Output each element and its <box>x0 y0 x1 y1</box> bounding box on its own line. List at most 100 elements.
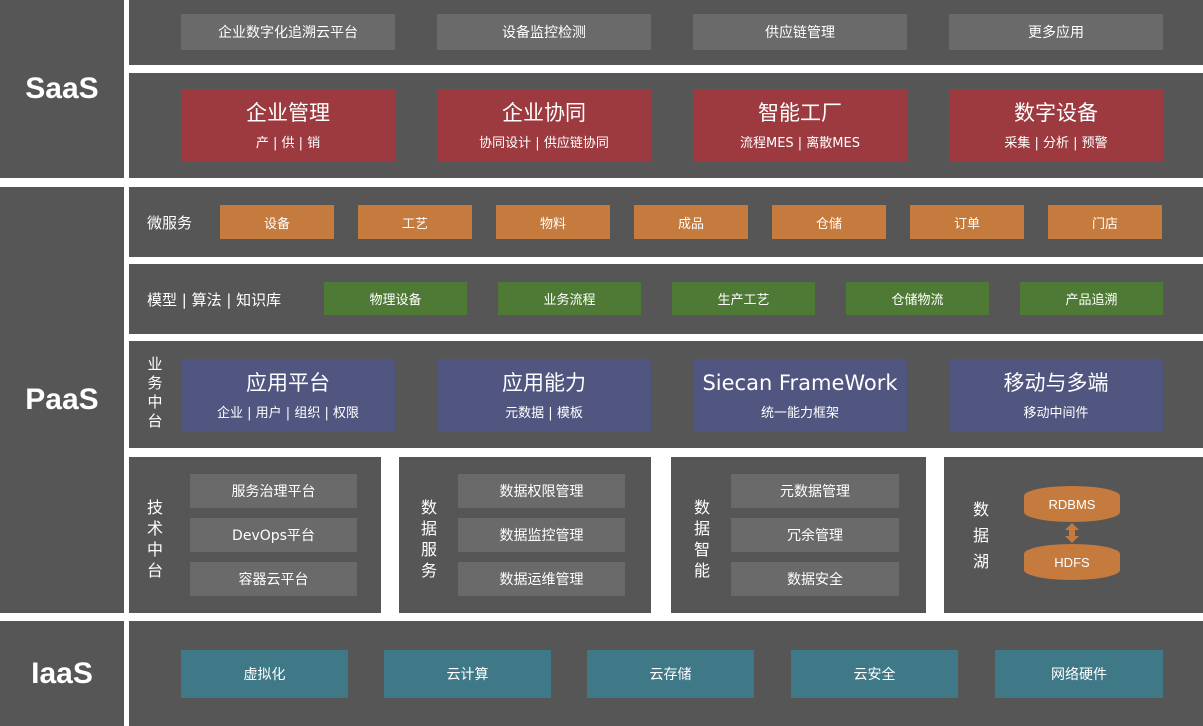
model-item-label: 产品追溯 <box>1065 293 1118 308</box>
module-enterprise-mgmt[interactable]: 企业管理 产 | 供 | 销 <box>181 89 395 162</box>
module-sub: 产 | 供 | 销 <box>255 136 321 151</box>
iaas-cloud-security[interactable]: 云安全 <box>791 650 958 698</box>
model-physical-device[interactable]: 物理设备 <box>324 282 467 315</box>
iaas-panel: 虚拟化 云计算 云存储 云安全 网络硬件 <box>129 621 1203 726</box>
model-logistics[interactable]: 仓储物流 <box>846 282 989 315</box>
biz-app-capability[interactable]: 应用能力 元数据 | 模板 <box>437 359 651 432</box>
ms-label: 设备 <box>263 216 290 232</box>
tech-service-governance[interactable]: 服务治理平台 <box>190 474 357 508</box>
ds-item-label: 数据权限管理 <box>499 484 584 500</box>
saas-text: SaaS <box>25 72 99 105</box>
app-box-monitoring[interactable]: 设备监控检测 <box>437 14 651 50</box>
tech-platform-panel: 技术中台 服务治理平台 DevOps平台 容器云平台 <box>129 457 381 613</box>
iaas-item-label: 网络硬件 <box>1051 667 1107 683</box>
data-intel-panel: 数据智能 元数据管理 冗余管理 数据安全 <box>671 457 926 613</box>
iaas-network-hardware[interactable]: 网络硬件 <box>995 650 1163 698</box>
business-row: 业务中台 应用平台 企业 | 用户 | 组织 | 权限 应用能力 元数据 | 模… <box>129 341 1203 448</box>
di-security[interactable]: 数据安全 <box>731 562 899 596</box>
ds-operations[interactable]: 数据运维管理 <box>458 562 625 596</box>
module-sub: 流程MES | 离散MES <box>739 136 860 151</box>
iaas-item-label: 云存储 <box>649 667 692 683</box>
biz-title: 应用平台 <box>246 371 330 395</box>
layer-label-iaas: IaaS <box>0 621 124 726</box>
model-traceability[interactable]: 产品追溯 <box>1020 282 1163 315</box>
double-arrow-icon <box>1065 523 1079 543</box>
tech-item-label: 服务治理平台 <box>231 484 316 500</box>
tech-container-cloud[interactable]: 容器云平台 <box>190 562 357 596</box>
ms-order[interactable]: 订单 <box>910 205 1024 239</box>
microservice-row: 微服务 设备 工艺 物料 成品 仓储 订单 门店 <box>129 187 1203 257</box>
biz-sub: 移动中间件 <box>1023 406 1089 421</box>
data-lake-label: 数据湖 <box>972 500 989 571</box>
biz-framework[interactable]: Siecan FrameWork 统一能力框架 <box>693 359 907 432</box>
iaas-item-label: 云安全 <box>853 667 896 683</box>
paas-text: PaaS <box>25 383 99 416</box>
iaas-virtualization[interactable]: 虚拟化 <box>181 650 348 698</box>
tech-devops[interactable]: DevOps平台 <box>190 518 357 552</box>
app-box-supply-chain[interactable]: 供应链管理 <box>693 14 907 50</box>
rdbms-label: RDBMS <box>1048 496 1096 512</box>
data-intel-label: 数据智能 <box>693 498 710 580</box>
ms-device[interactable]: 设备 <box>220 205 334 239</box>
module-title: 企业管理 <box>246 101 330 125</box>
app-label: 更多应用 <box>1028 25 1084 41</box>
biz-sub: 元数据 | 模板 <box>505 406 583 421</box>
data-service-label: 数据服务 <box>420 498 437 580</box>
biz-title: 应用能力 <box>502 371 586 395</box>
module-smart-factory[interactable]: 智能工厂 流程MES | 离散MES <box>693 89 907 162</box>
microservice-label: 微服务 <box>147 213 193 232</box>
biz-title: 移动与多端 <box>1003 371 1109 395</box>
app-box-more[interactable]: 更多应用 <box>949 14 1163 50</box>
ds-item-label: 数据监控管理 <box>499 528 584 544</box>
di-metadata[interactable]: 元数据管理 <box>731 474 899 508</box>
iaas-text: IaaS <box>31 656 93 690</box>
ms-product[interactable]: 成品 <box>634 205 748 239</box>
ms-material[interactable]: 物料 <box>496 205 610 239</box>
ms-label: 工艺 <box>401 216 428 232</box>
ms-label: 仓储 <box>815 216 842 232</box>
tech-item-label: DevOps平台 <box>232 528 315 544</box>
module-title: 智能工厂 <box>758 101 842 125</box>
model-item-label: 物理设备 <box>369 293 422 308</box>
module-title: 企业协同 <box>502 101 586 125</box>
saas-modules-panel: 企业管理 产 | 供 | 销 企业协同 协同设计 | 供应链协同 智能工厂 流程… <box>129 73 1203 178</box>
business-label: 业务中台 <box>147 355 163 430</box>
data-service-panel: 数据服务 数据权限管理 数据监控管理 数据运维管理 <box>399 457 651 613</box>
iaas-item-label: 云计算 <box>446 667 489 683</box>
layer-label-saas: SaaS <box>0 0 124 178</box>
iaas-cloud-compute[interactable]: 云计算 <box>384 650 551 698</box>
ds-monitoring[interactable]: 数据监控管理 <box>458 518 625 552</box>
ms-process[interactable]: 工艺 <box>358 205 472 239</box>
model-business-flow[interactable]: 业务流程 <box>498 282 641 315</box>
iaas-cloud-storage[interactable]: 云存储 <box>587 650 754 698</box>
hdfs-cylinder[interactable]: HDFS <box>1024 544 1120 580</box>
ms-warehouse[interactable]: 仓储 <box>772 205 886 239</box>
saas-apps-panel: 企业数字化追溯云平台 设备监控检测 供应链管理 更多应用 <box>129 0 1203 65</box>
ms-store[interactable]: 门店 <box>1048 205 1162 239</box>
ds-item-label: 数据运维管理 <box>499 572 584 588</box>
biz-sub: 企业 | 用户 | 组织 | 权限 <box>217 406 359 421</box>
ms-label: 成品 <box>677 216 704 232</box>
app-label: 供应链管理 <box>765 25 835 41</box>
model-label: 模型 | 算法 | 知识库 <box>147 290 282 309</box>
model-item-label: 生产工艺 <box>717 293 770 308</box>
hdfs-label: HDFS <box>1054 554 1090 570</box>
di-item-label: 冗余管理 <box>787 528 843 544</box>
module-collaboration[interactable]: 企业协同 协同设计 | 供应链协同 <box>437 89 651 162</box>
app-label: 企业数字化追溯云平台 <box>218 25 358 41</box>
module-digital-device[interactable]: 数字设备 采集 | 分析 | 预警 <box>949 89 1163 162</box>
model-row: 模型 | 算法 | 知识库 物理设备 业务流程 生产工艺 仓储物流 产品追溯 <box>129 264 1203 334</box>
biz-title: Siecan FrameWork <box>702 371 898 395</box>
di-item-label: 元数据管理 <box>780 484 850 500</box>
ds-permission[interactable]: 数据权限管理 <box>458 474 625 508</box>
ms-label: 门店 <box>1091 216 1118 232</box>
model-production[interactable]: 生产工艺 <box>672 282 815 315</box>
rdbms-cylinder[interactable]: RDBMS <box>1024 486 1120 522</box>
biz-mobile[interactable]: 移动与多端 移动中间件 <box>949 359 1163 432</box>
di-redundancy[interactable]: 冗余管理 <box>731 518 899 552</box>
module-title: 数字设备 <box>1014 101 1098 125</box>
biz-app-platform[interactable]: 应用平台 企业 | 用户 | 组织 | 权限 <box>181 359 395 432</box>
biz-sub: 统一能力框架 <box>760 406 839 421</box>
app-box-traceability[interactable]: 企业数字化追溯云平台 <box>181 14 395 50</box>
tech-item-label: 容器云平台 <box>238 572 309 588</box>
